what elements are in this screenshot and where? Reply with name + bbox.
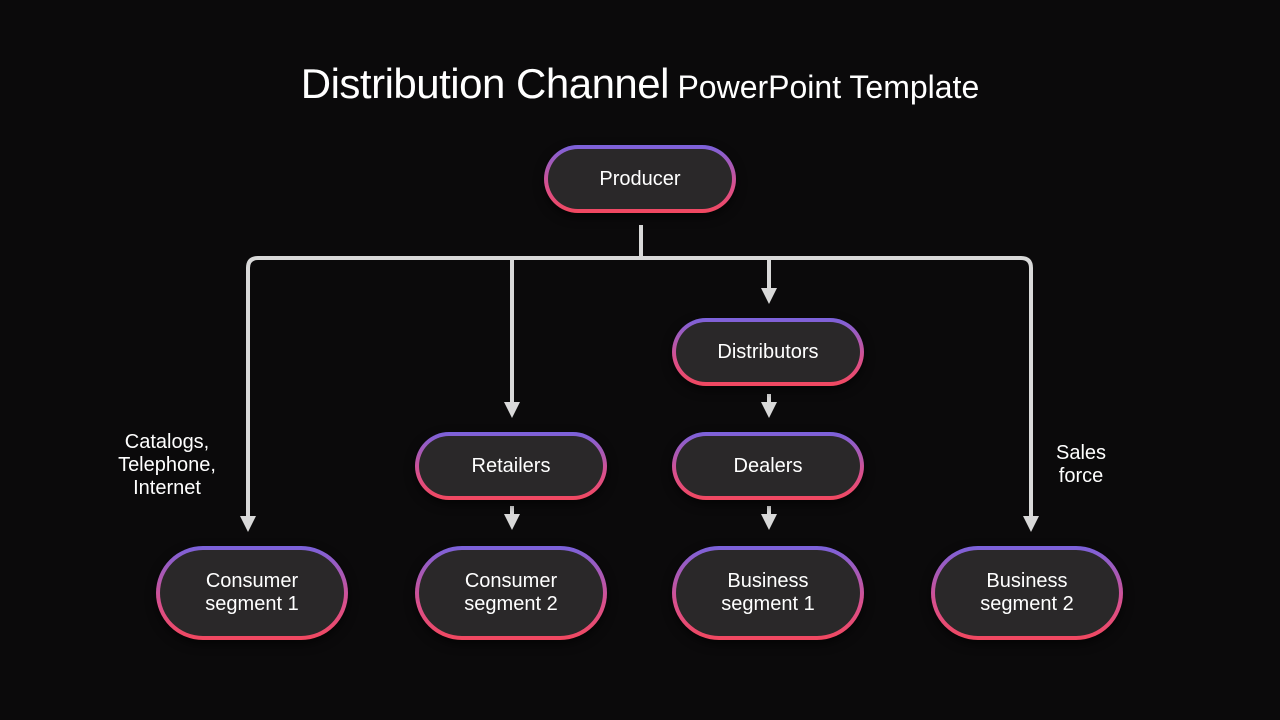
direct-consumer-channel-label: Catalogs, Telephone, Internet xyxy=(118,431,216,499)
consumer-segment-2-node: Consumer segment 2 xyxy=(415,546,607,640)
title-subtitle: PowerPoint Template xyxy=(677,69,980,105)
retailers-node: Retailers xyxy=(415,432,607,500)
sales-force-label: Sales force xyxy=(1055,442,1107,487)
consumer-segment-1-node: Consumer segment 1 xyxy=(156,546,348,640)
distributors-node: Distributors xyxy=(672,318,864,386)
title-main: Distribution Channel xyxy=(300,60,670,107)
dealers-node: Dealers xyxy=(672,432,864,500)
producer-node: Producer xyxy=(544,145,736,213)
bus-left-line xyxy=(240,256,641,532)
bus-right-line xyxy=(641,256,1039,532)
business-segment-2-node: Business segment 2 xyxy=(931,546,1123,640)
slide-title: Distribution Channel PowerPoint Template xyxy=(0,60,1280,108)
business-segment-1-node: Business segment 1 xyxy=(672,546,864,640)
